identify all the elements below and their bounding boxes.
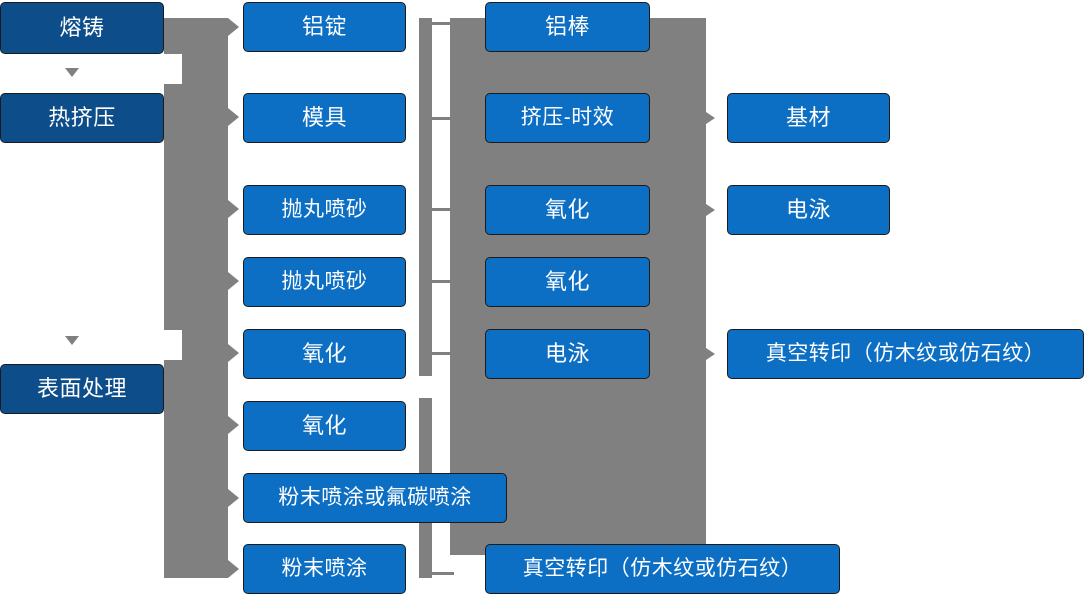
rung-3 <box>432 208 454 211</box>
left-spine-notch-top <box>164 54 182 84</box>
arrow-to-muju <box>228 108 239 126</box>
node-jiya-shixiao[interactable]: 挤压-时效 <box>485 93 650 143</box>
node-paowanpensha-2[interactable]: 抛丸喷砂 <box>243 257 406 307</box>
node-dianyong-1[interactable]: 电泳 <box>485 329 650 379</box>
node-yanghua-3[interactable]: 氧化 <box>485 185 650 235</box>
arrow-to-yanghua-2 <box>228 416 239 434</box>
node-rejiya[interactable]: 热挤压 <box>0 93 164 143</box>
rung-2 <box>432 117 454 120</box>
rung-5 <box>432 352 454 355</box>
rung-6 <box>432 572 454 575</box>
left-spine-gray <box>164 18 228 578</box>
left-spine-notch-bottom <box>164 330 182 360</box>
node-fenmopentu-huotan[interactable]: 粉末喷涂或氟碳喷涂 <box>243 473 507 523</box>
node-zhenkongzhuanyin-bottom[interactable]: 真空转印（仿木纹或仿石纹） <box>485 544 840 594</box>
arrow-to-paowan-1 <box>228 200 239 218</box>
arrow-to-paowan-2 <box>228 272 239 290</box>
node-yanghua-1[interactable]: 氧化 <box>243 329 406 379</box>
node-lubang[interactable]: 铝棒 <box>485 2 650 52</box>
node-paowanpensha-1[interactable]: 抛丸喷砂 <box>243 185 406 235</box>
arrow-to-ludding <box>228 18 239 36</box>
arrow-shaft-jicai <box>694 115 707 119</box>
node-fenmopentu[interactable]: 粉末喷涂 <box>243 544 406 594</box>
arrow-shaft-dianyong <box>694 207 707 211</box>
node-biaomianchuli[interactable]: 表面处理 <box>0 364 164 414</box>
node-zhenkongzhuanyin-right[interactable]: 真空转印（仿木纹或仿石纹） <box>727 329 1084 379</box>
down-arrow-icon-top <box>65 68 79 77</box>
node-yanghua-2[interactable]: 氧化 <box>243 401 406 451</box>
down-arrow-icon-bottom <box>65 336 79 345</box>
arrow-to-zhenkongzhuanyin <box>706 348 715 360</box>
surface-treatment-connector <box>164 388 192 391</box>
node-rongzhu[interactable]: 熔铸 <box>0 2 164 54</box>
arrow-to-fenmo-huotan <box>228 489 239 507</box>
rung-top <box>432 22 454 25</box>
arrow-to-fenmo <box>228 560 239 578</box>
node-muju[interactable]: 模具 <box>243 93 406 143</box>
arrow-to-jicai <box>706 112 715 124</box>
arrow-shaft-zhenkong <box>694 351 707 355</box>
node-jicai[interactable]: 基材 <box>727 93 890 143</box>
rung-4 <box>432 280 454 283</box>
arrow-to-yanghua-1 <box>228 344 239 362</box>
node-dianyong-2[interactable]: 电泳 <box>727 185 890 235</box>
arrow-to-dianyong <box>706 204 715 216</box>
gather-bar-gray <box>419 18 432 376</box>
node-yanghua-4[interactable]: 氧化 <box>485 257 650 307</box>
node-ludding[interactable]: 铝锭 <box>243 2 406 52</box>
